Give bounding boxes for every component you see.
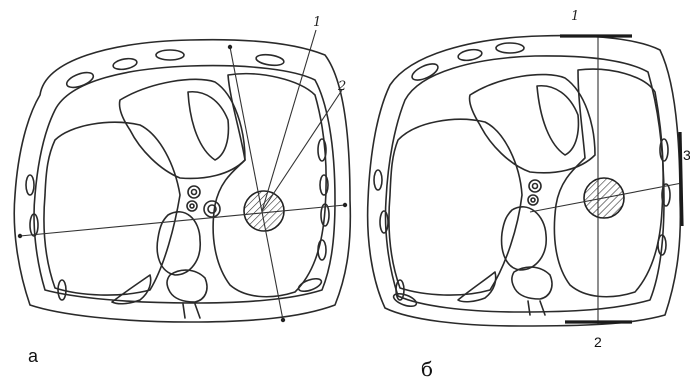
plate-label-1: 1 (571, 9, 579, 24)
body-inner-contour-b (386, 56, 665, 312)
field-plate-3 (680, 132, 682, 226)
axis-left-point-a (18, 234, 22, 238)
ribs-a (26, 50, 329, 300)
heart-chamber-b (537, 86, 578, 155)
right-lung-a (44, 122, 180, 295)
vessels-a (187, 186, 220, 217)
scapula-left-a (112, 275, 151, 304)
vessels-b (528, 180, 541, 205)
spine-process-a (183, 304, 200, 318)
body-inner-contour-a (34, 66, 335, 303)
plate-label-3: 3 (683, 147, 690, 163)
heart-chamber-a (188, 92, 228, 160)
figure-b: 1 2 3 б (368, 9, 690, 380)
vertebra-b (512, 267, 552, 299)
caption-a: а (28, 346, 39, 366)
axis-right-point-a (343, 203, 347, 207)
caption-b: б (421, 357, 433, 380)
figure-a: 1 2 а (14, 15, 350, 366)
beam-label-2: 2 (337, 79, 346, 94)
spine-process-b (528, 301, 545, 315)
mediastinum-b (502, 207, 547, 270)
beam-label-1: 1 (313, 15, 321, 30)
plate-label-2: 2 (594, 334, 602, 350)
beam-exit-point-a (281, 318, 285, 322)
heart-a (119, 79, 245, 178)
beam-entry-point-a (228, 45, 232, 49)
right-lung-b (389, 119, 522, 295)
scapula-left-b (458, 272, 496, 302)
